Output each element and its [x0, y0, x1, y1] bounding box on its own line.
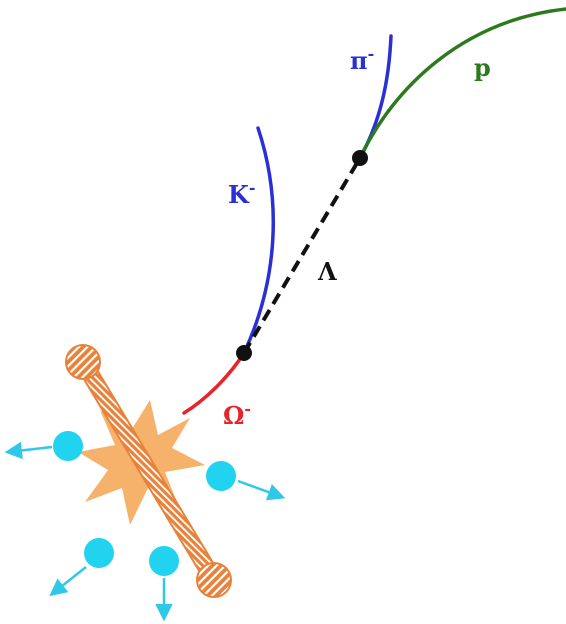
- particle-icon: [84, 538, 114, 568]
- kaon-track: [244, 128, 273, 353]
- omega-label: Ω-: [223, 399, 251, 430]
- particle-icon: [206, 461, 236, 491]
- arrow-bottom-left: [52, 567, 86, 594]
- proton-track: [360, 9, 566, 158]
- kaon-charge: -: [249, 178, 256, 197]
- arrow-right: [238, 481, 282, 497]
- hatched-ball-icon: [66, 345, 100, 379]
- hatched-ball-icon: [197, 563, 231, 597]
- omega-decay-vertex: [236, 345, 252, 361]
- proton-label: p: [474, 53, 491, 82]
- lambda-label: Λ: [317, 257, 337, 286]
- particle-icon: [53, 431, 83, 461]
- omega-charge: -: [244, 399, 251, 418]
- arrow-left: [8, 447, 52, 452]
- kaon-label: K-: [228, 178, 256, 209]
- pion-charge: -: [368, 44, 375, 63]
- particle-icon: [149, 546, 179, 576]
- lambda-decay-vertex: [352, 150, 368, 166]
- pion-label: π-: [350, 44, 374, 75]
- lambda-path: [244, 158, 360, 353]
